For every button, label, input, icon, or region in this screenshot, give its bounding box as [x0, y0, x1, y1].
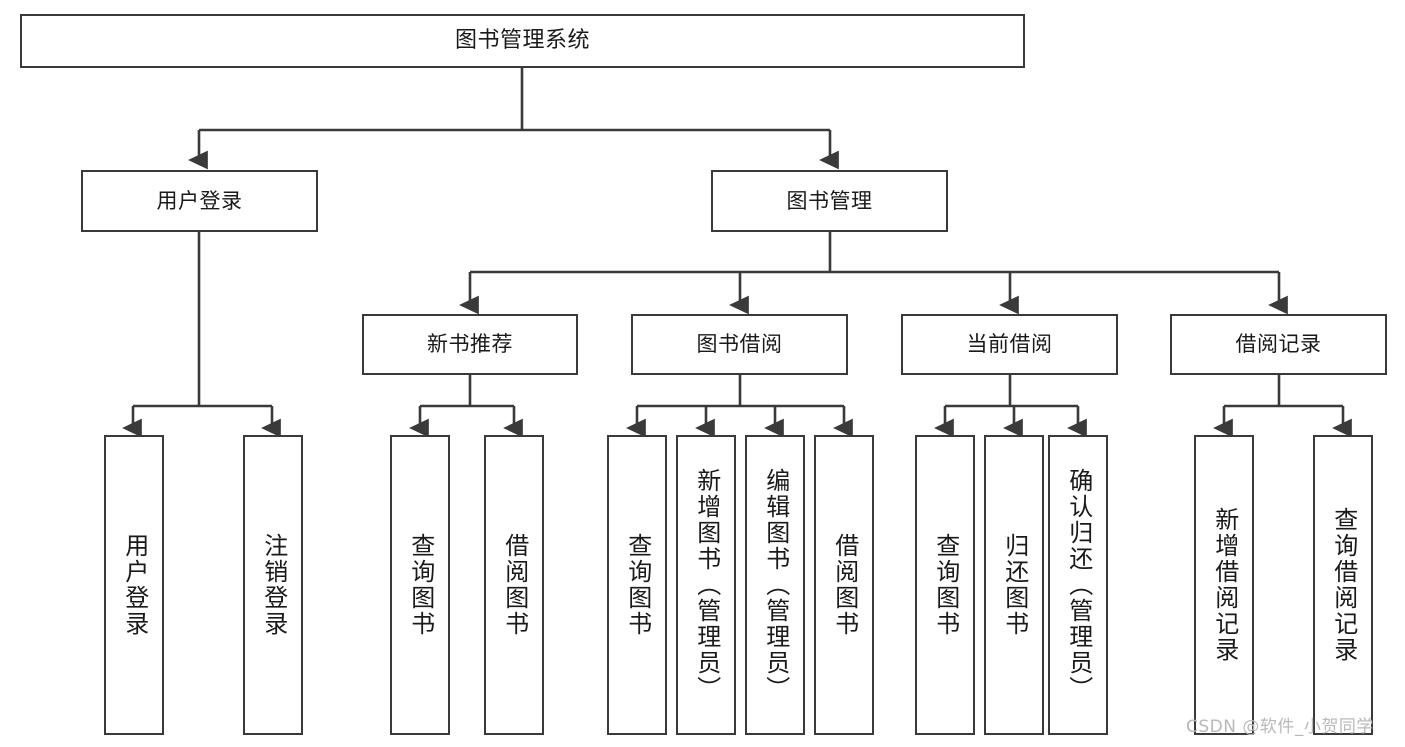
node-label: 新书推荐 [427, 332, 513, 357]
leaf-current-confirm-return-admin[interactable]: 确认归还（管理员） [1048, 435, 1108, 735]
node-label: 新增借阅记录 [1210, 507, 1239, 663]
node-label: 查询借阅记录 [1329, 507, 1358, 663]
leaf-borrow-borrow-book[interactable]: 借阅图书 [814, 435, 874, 735]
node-book-management[interactable]: 图书管理 [711, 170, 948, 232]
node-label: 借阅图书 [500, 533, 529, 637]
node-label: 注销登录 [259, 533, 288, 637]
node-borrow-record[interactable]: 借阅记录 [1170, 314, 1387, 375]
leaf-user-login-signin[interactable]: 用户登录 [104, 435, 164, 735]
leaf-borrow-query-book[interactable]: 查询图书 [607, 435, 667, 735]
node-label: 图书借阅 [696, 332, 783, 357]
node-label: 查询图书 [931, 533, 960, 637]
node-label: 编辑图书（管理员） [761, 468, 790, 702]
node-label: 借阅图书 [830, 533, 859, 637]
node-label: 归还图书 [1000, 533, 1029, 637]
watermark: CSDN @软件_小贺同学 [1186, 717, 1374, 737]
leaf-borrow-add-book-admin[interactable]: 新增图书（管理员） [676, 435, 736, 735]
node-root-system[interactable]: 图书管理系统 [20, 14, 1025, 68]
node-new-book-recommend[interactable]: 新书推荐 [362, 314, 578, 375]
node-label: 用户登录 [156, 188, 243, 213]
leaf-record-query-record[interactable]: 查询借阅记录 [1313, 435, 1373, 735]
leaf-recommend-borrow-book[interactable]: 借阅图书 [484, 435, 544, 735]
node-label: 图书管理 [786, 188, 873, 213]
leaf-current-query-book[interactable]: 查询图书 [915, 435, 975, 735]
node-user-login[interactable]: 用户登录 [81, 170, 318, 232]
node-book-borrow[interactable]: 图书借阅 [631, 314, 848, 375]
node-label: 用户登录 [120, 533, 149, 637]
leaf-record-add-record[interactable]: 新增借阅记录 [1194, 435, 1254, 735]
node-label: 查询图书 [406, 533, 435, 637]
node-current-borrow[interactable]: 当前借阅 [901, 314, 1118, 375]
node-label: 新增图书（管理员） [692, 468, 721, 702]
leaf-recommend-query-book[interactable]: 查询图书 [390, 435, 450, 735]
node-label: 确认归还（管理员） [1064, 468, 1093, 702]
node-label: 查询图书 [623, 533, 652, 637]
node-label: 借阅记录 [1235, 332, 1322, 357]
node-label: 当前借阅 [966, 332, 1053, 357]
leaf-user-login-signout[interactable]: 注销登录 [243, 435, 303, 735]
leaf-current-return-book[interactable]: 归还图书 [984, 435, 1044, 735]
leaf-borrow-edit-book-admin[interactable]: 编辑图书（管理员） [745, 435, 805, 735]
node-label: 图书管理系统 [454, 28, 590, 54]
